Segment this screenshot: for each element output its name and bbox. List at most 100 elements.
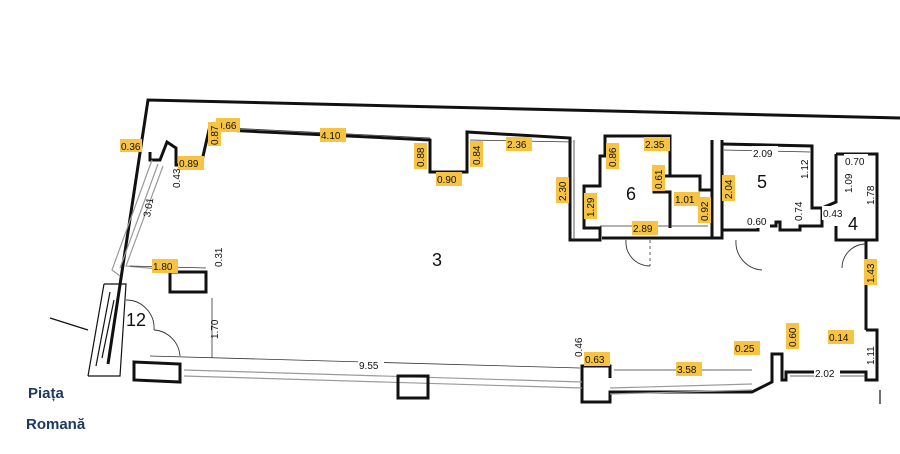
dim-label-090: 0.90: [436, 172, 462, 186]
svg-text:0.61: 0.61: [654, 169, 665, 189]
svg-text:1.11: 1.11: [866, 346, 877, 365]
svg-text:0.43: 0.43: [172, 168, 183, 188]
svg-text:0.90: 0.90: [437, 175, 457, 186]
room-12-frame: [88, 283, 127, 377]
dim-label-060a: 0.60: [746, 214, 770, 228]
street-label-line1: Piața: [28, 385, 65, 402]
svg-text:2.36: 2.36: [507, 140, 527, 151]
svg-text:2.02: 2.02: [815, 369, 835, 380]
street-label-line2: Romană: [26, 416, 86, 433]
bottom-facade-2: [183, 375, 583, 389]
dim-label-235: 2.35: [644, 137, 670, 151]
dim-label-109: 1.09: [844, 173, 855, 193]
bottom-mid-block: [396, 374, 430, 400]
dim-label-358: 3.58: [676, 362, 702, 376]
svg-text:3.58: 3.58: [677, 365, 697, 376]
svg-text:1.70: 1.70: [210, 319, 221, 339]
svg-text:0.88: 0.88: [416, 147, 427, 167]
svg-text:2.09: 2.09: [753, 149, 773, 160]
dim-label-129: 1.29: [584, 193, 597, 219]
room-number-6: 6: [626, 184, 636, 204]
svg-text:0.84: 0.84: [472, 145, 483, 165]
room-number-4: 4: [848, 214, 858, 234]
svg-text:0.14: 0.14: [829, 333, 849, 344]
svg-text:0.60: 0.60: [788, 327, 799, 347]
room-3-walls: [148, 120, 714, 242]
dim-label-025: 0.25: [734, 341, 760, 355]
dim-label-112: 1.12: [800, 159, 811, 179]
svg-text:0.92: 0.92: [700, 201, 711, 221]
dim-label-031: 0.31: [214, 247, 225, 267]
dim-label-074: 0.74: [794, 201, 805, 221]
dim-label-955: 9.55: [358, 358, 384, 372]
svg-text:1.80: 1.80: [153, 262, 173, 273]
dim-label-092: 0.92: [698, 197, 711, 223]
dim-label-089: 0.89: [178, 156, 204, 170]
dim-label-061: 0.61: [652, 165, 665, 191]
dim-label-088: 0.88: [414, 143, 427, 169]
left-block-upper: [168, 270, 208, 294]
bottom-facade-3: [609, 383, 753, 389]
room-12-door-arc2: [153, 329, 181, 357]
dim-label-230: 2.30: [556, 177, 569, 203]
dim-label-043b: 0.43: [822, 206, 844, 220]
dim-label-301: 3.01: [142, 197, 156, 219]
svg-text:1.78: 1.78: [866, 185, 877, 205]
svg-text:9.55: 9.55: [359, 361, 379, 372]
dim-label-111: 1.11: [866, 346, 877, 365]
svg-text:3.01: 3.01: [142, 197, 156, 219]
dim-label-046: 0.46: [574, 337, 585, 357]
dim-label-178: 1.78: [866, 185, 877, 205]
dim-label-101: 1.01: [674, 192, 700, 206]
dim-label-066: 0.66: [216, 118, 240, 132]
bottom-facade-4: [609, 389, 753, 395]
room-12-line: [49, 317, 89, 331]
svg-text:1.43: 1.43: [866, 263, 877, 283]
svg-text:1.12: 1.12: [800, 159, 811, 179]
svg-text:4.10: 4.10: [321, 131, 341, 142]
svg-text:1.01: 1.01: [675, 195, 695, 206]
dim-label-209: 2.09: [752, 146, 778, 160]
room-12-cross-b: [95, 291, 111, 367]
dim-label-202: 2.02: [814, 366, 840, 380]
bottom-facade-1: [183, 369, 583, 383]
dim-label-170: 1.70: [210, 319, 221, 339]
room-number-12: 12: [126, 310, 146, 330]
door-room-6: [625, 239, 651, 267]
room-12-cross-c: [101, 299, 115, 359]
door-room-5: [735, 239, 763, 271]
dim-label-014: 0.14: [828, 330, 854, 344]
dim-label-043a: 0.43: [172, 168, 183, 188]
svg-text:1.09: 1.09: [844, 173, 855, 193]
left-facade-outer: [111, 159, 153, 277]
room-12-cross-a: [87, 283, 105, 377]
svg-text:0.70: 0.70: [845, 157, 865, 168]
dim-label-410: 4.10: [320, 128, 346, 142]
dim-label-236: 2.36: [506, 137, 532, 151]
svg-text:0.63: 0.63: [585, 355, 605, 366]
svg-text:0.46: 0.46: [574, 337, 585, 357]
lower-right-walls: [580, 328, 879, 404]
dim-label-084: 0.84: [470, 141, 483, 167]
room-number-3: 3: [432, 250, 442, 270]
svg-text:0.43: 0.43: [823, 209, 843, 220]
dim-label-060b: 0.60: [786, 323, 799, 349]
svg-text:0.31: 0.31: [214, 247, 225, 267]
bottom-left-block: [132, 360, 182, 384]
left-facade-inner: [119, 163, 159, 269]
svg-text:0.60: 0.60: [747, 217, 767, 228]
svg-text:0.87: 0.87: [210, 125, 221, 145]
door-room-4: [841, 243, 867, 269]
svg-text:0.86: 0.86: [608, 147, 619, 167]
dim-label-087: 0.87: [208, 122, 221, 146]
dim-label-204: 2.04: [722, 175, 735, 201]
room-number-5: 5: [757, 172, 767, 192]
dim-label-086: 0.86: [606, 143, 619, 169]
svg-text:2.35: 2.35: [645, 140, 665, 151]
svg-text:0.74: 0.74: [794, 201, 805, 221]
dim-label-063: 0.63: [584, 352, 610, 366]
building-outline: [106, 98, 900, 365]
svg-text:2.30: 2.30: [558, 181, 569, 201]
svg-text:0.36: 0.36: [121, 142, 141, 153]
svg-text:2.89: 2.89: [633, 224, 653, 235]
